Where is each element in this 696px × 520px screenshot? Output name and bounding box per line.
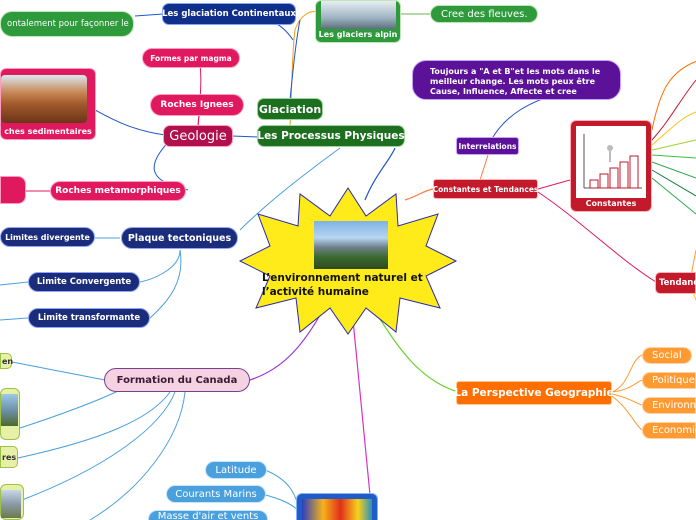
roches-ignees-node[interactable]: Roches Ignees (150, 94, 244, 116)
social-node[interactable]: Social (642, 347, 692, 364)
horizontal-text-node[interactable]: ontalement pour façonner le (0, 11, 134, 37)
glaciation-continentaux-node[interactable]: Les glaciation Continentaux (162, 3, 296, 25)
formes-magma-node[interactable]: Formes par magma (142, 48, 240, 68)
landscape-card-2[interactable] (0, 484, 24, 520)
glaciers-alpin-label: Les glaciers alpin (318, 30, 398, 39)
landscape-photo-2 (1, 490, 21, 518)
partial-res-node[interactable]: res (0, 446, 18, 468)
landscape-photo-1 (1, 394, 18, 426)
limite-transformante-node[interactable]: Limite transformante (28, 308, 150, 328)
glaciation-node[interactable]: Glaciation (257, 98, 323, 120)
cree-fleuves-node[interactable]: Cree des fleuves. (430, 5, 538, 23)
climate-map-card[interactable] (296, 493, 378, 520)
interrelations-node[interactable]: Interrelations (456, 137, 519, 155)
courants-marins-node[interactable]: Courants Marins (166, 485, 266, 503)
metamorphic-image-stub[interactable] (0, 176, 26, 204)
limite-convergente-node[interactable]: Limite Convergente (28, 272, 140, 292)
constantes-label: Constantes (585, 199, 637, 208)
environnement-node[interactable]: Environn (642, 397, 696, 414)
roches-sedimentaires-label: ches sedimentaires (4, 127, 92, 136)
processus-physiques-node[interactable]: Les Processus Physiques (257, 125, 405, 147)
partial-en-node[interactable]: en (0, 353, 13, 369)
mountain-lake-photo (314, 221, 388, 269)
perspective-geographie-node[interactable]: La Perspective Geographie (454, 381, 614, 405)
glacier-photo (321, 1, 396, 29)
climate-map-photo (302, 499, 372, 520)
latitude-node[interactable]: Latitude (205, 461, 267, 479)
interrelations-note-text: Toujours a "A et B"et les mots dans le m… (430, 67, 601, 96)
constantes-card[interactable]: Constantes (570, 120, 652, 212)
glaciers-alpin-card[interactable]: Les glaciers alpin (315, 0, 401, 43)
central-topic-title: L’environnement naturel et l’activité hu… (262, 272, 423, 298)
plaque-tectoniques-node[interactable]: Plaque tectoniques (121, 227, 238, 249)
tendances-node[interactable]: Tendanc (655, 272, 696, 294)
constantes-tendances-node[interactable]: Constantes et Tendances (433, 179, 538, 199)
sedimentary-rock-photo (1, 75, 87, 123)
limites-divergente-node[interactable]: Limites divergente (0, 227, 95, 247)
roches-sedimentaires-card[interactable]: ches sedimentaires (0, 68, 96, 140)
staircase-graphic (583, 134, 642, 189)
roches-metamorphiques-node[interactable]: Roches metamorphiques (50, 181, 186, 201)
formation-canada-node[interactable]: Formation du Canada (104, 368, 250, 392)
politique-node[interactable]: Politique (642, 372, 696, 389)
masse-air-node[interactable]: Masse d'air et vents (148, 510, 268, 520)
economie-node[interactable]: Economie (642, 422, 696, 439)
landscape-card-1[interactable] (0, 388, 20, 440)
geologie-node[interactable]: Geologie (163, 125, 233, 147)
interrelations-note-bubble: Toujours a "A et B"et les mots dans le m… (412, 60, 621, 100)
staircase-chart-image (576, 126, 646, 198)
